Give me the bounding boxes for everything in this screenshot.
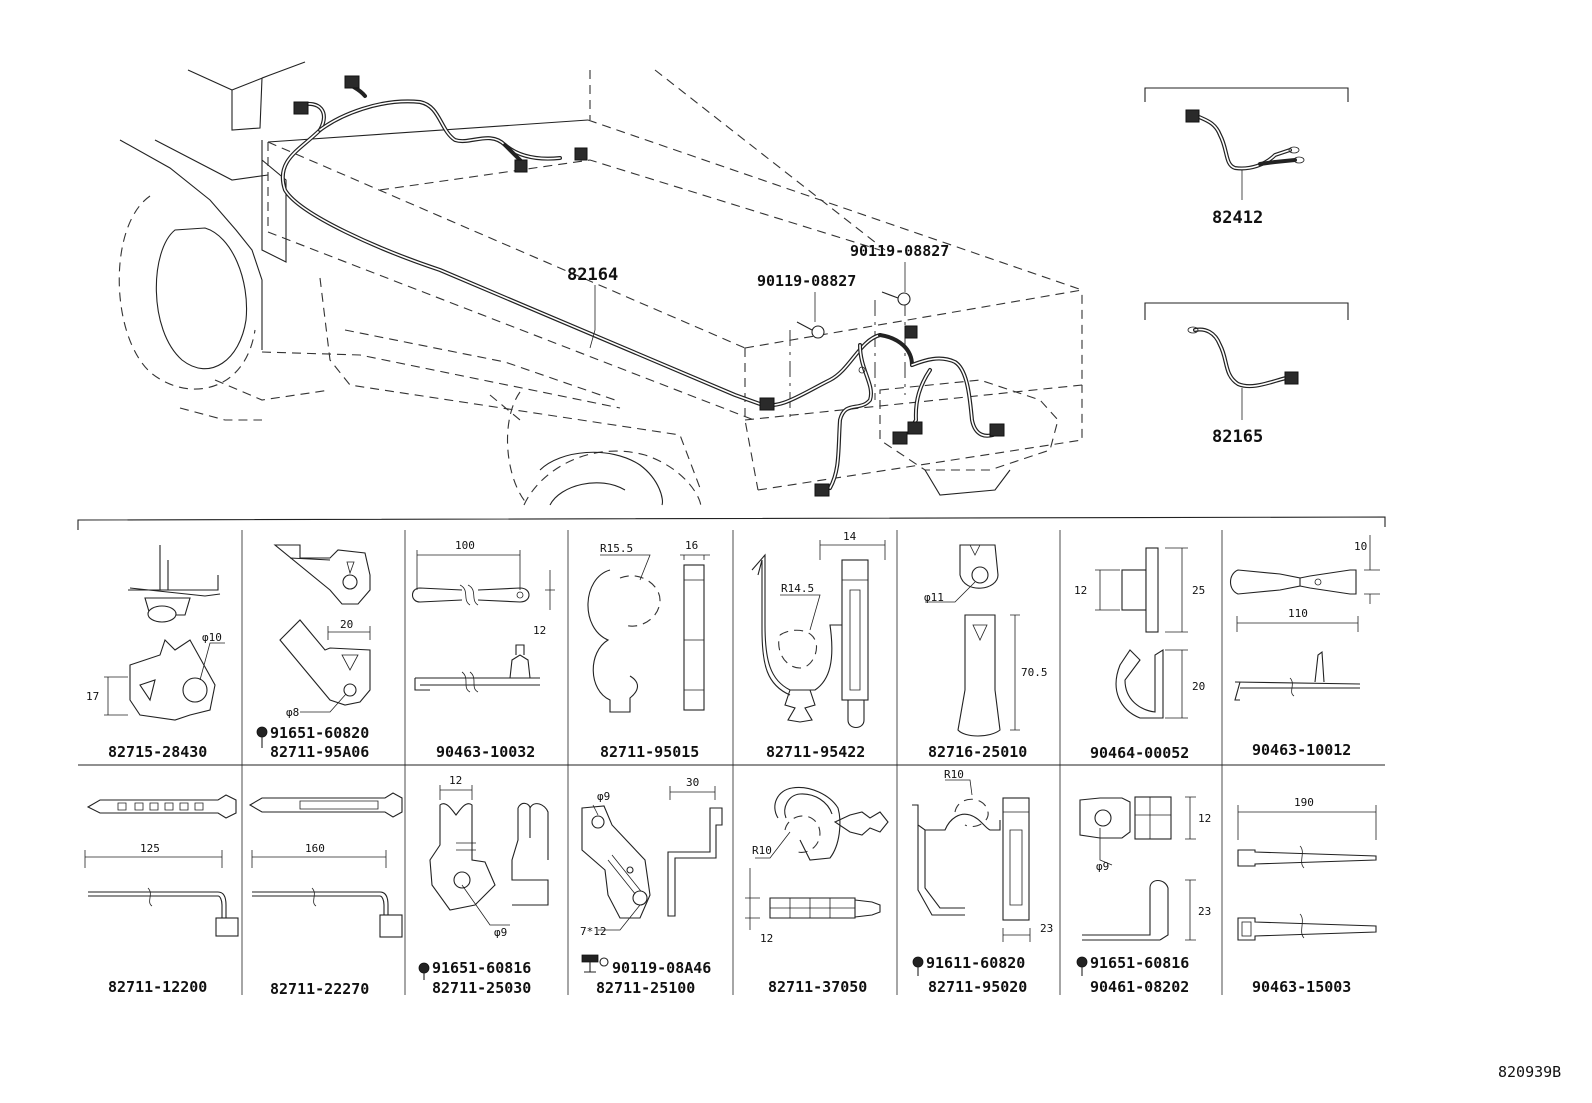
main-labels: 82164 90119-08827 90119-08827	[567, 242, 949, 349]
dim-22270-1: 160	[305, 842, 325, 855]
tie-90463-15003: 190 90463-15003	[1237, 796, 1377, 996]
sub-harness-82165: 82165	[1144, 302, 1349, 447]
dim-25100-2: 30	[686, 776, 699, 789]
clamp-82711-95015: R15.5 16 82711-95015	[587, 539, 710, 761]
part-number: 82711-25030	[432, 979, 531, 997]
part-number: 82711-22270	[270, 980, 369, 998]
tie-82711-12200: 125 82711-12200	[84, 794, 239, 996]
part-number: 82711-37050	[768, 978, 867, 996]
extra-part-number: 91651-60816	[432, 959, 531, 977]
tie-82711-22270: 160 82711-22270	[248, 792, 403, 998]
sub-harness-82412: 82412	[1144, 87, 1349, 228]
dim-10032-2: 12	[533, 624, 546, 637]
dim-95015-2: 16	[685, 539, 698, 552]
part-number: 90464-00052	[1090, 744, 1189, 762]
dim-10012-2: 110	[1288, 607, 1308, 620]
dim-25030-1: 12	[449, 774, 462, 787]
dim-25100-3: 7*12	[580, 925, 607, 938]
part-number: 90463-10032	[436, 743, 535, 761]
extra-part-number: 91651-60816	[1090, 954, 1189, 972]
dim-95020-1: R10	[944, 768, 964, 781]
bracket-82711-95A06: 20 φ8 91651-60820 82711-95A06	[256, 544, 371, 761]
dim-95422-1: 14	[843, 530, 857, 543]
bolt-icon	[881, 291, 911, 306]
dim-37050-1: R10	[752, 844, 772, 857]
screw-icon	[912, 956, 924, 976]
part-number: 82711-95020	[928, 978, 1027, 996]
harness-82164	[280, 75, 1005, 497]
dim-95422-2: R14.5	[781, 582, 814, 595]
truck-illustration	[118, 61, 1083, 511]
part-number: 82716-25010	[928, 743, 1027, 761]
part-number: 90463-15003	[1252, 978, 1351, 996]
dim-95a06-2: φ8	[286, 706, 299, 719]
dim-95020-2: 23	[1040, 922, 1053, 935]
bolt-icon	[796, 321, 825, 339]
clamp-82711-95020: R10 23 91611-60820 82711-95020	[912, 768, 1053, 996]
diagram-id: 820939B	[1498, 1063, 1561, 1081]
part-number: 82711-95015	[600, 743, 699, 761]
extra-part-number: 91651-60820	[270, 724, 369, 742]
clip-90463-10032: 100 12 90463-10032	[411, 539, 555, 761]
bracket-82711-25030: 12 φ9 91651-60816 82711-25030	[418, 774, 549, 997]
tie-90463-10012: 10 110 90463-10012	[1229, 535, 1380, 759]
dim-95a06-1: 20	[340, 618, 353, 631]
dim-37050-2: 12	[760, 932, 773, 945]
dim-25030-2: φ9	[494, 926, 507, 939]
dim-15003-1: 190	[1294, 796, 1314, 809]
extra-part-number: 91611-60820	[926, 954, 1025, 972]
dim-10012-1: 10	[1354, 540, 1367, 553]
dim-25010-1: φ11	[924, 591, 944, 604]
label-82165: 82165	[1212, 427, 1263, 447]
part-number: 82715-28430	[108, 743, 207, 761]
label-bolt-b: 90119-08827	[757, 272, 856, 290]
part-number: 82711-95A06	[270, 743, 369, 761]
label-bolt-a: 90119-08827	[850, 242, 949, 260]
screw-icon	[256, 726, 268, 748]
dim-12200-1: 125	[140, 842, 160, 855]
clamp-90461-08202: 12 φ9 23 91651-60816 90461-08202	[1076, 796, 1211, 996]
dim-82715-2: 17	[86, 690, 99, 703]
dim-25100-1: φ9	[597, 790, 610, 803]
dim-08202-1: 12	[1198, 812, 1211, 825]
dim-10032-1: 100	[455, 539, 475, 552]
parts-grid	[77, 516, 1386, 995]
clamp-82711-95422: R14.5 14 82711-95422	[751, 530, 886, 761]
screw-icon	[418, 962, 430, 980]
dim-00052-2: 25	[1192, 584, 1205, 597]
part-number: 82711-25100	[596, 979, 695, 997]
extra-part-number: 90119-08A46	[612, 959, 711, 977]
label-82412: 82412	[1212, 208, 1263, 228]
dim-95015-1: R15.5	[600, 542, 633, 555]
dim-25010-2: 70.5	[1021, 666, 1048, 679]
clip-82711-37050: R10 12 82711-37050	[745, 786, 889, 996]
screw-icon	[1076, 956, 1088, 976]
label-82164: 82164	[567, 265, 618, 285]
dim-08202-2: φ9	[1096, 860, 1109, 873]
clip-82716-25010: φ11 70.5 82716-25010	[924, 544, 1048, 761]
part-number: 82711-12200	[108, 978, 207, 996]
screw-icon	[581, 954, 609, 973]
bracket-82711-25100: φ9 30 7*12 90119-08A46 82711-25100	[580, 776, 723, 997]
dim-00052-1: 12	[1074, 584, 1087, 597]
part-number: 90463-10012	[1252, 741, 1351, 759]
dim-82715-1: φ10	[202, 631, 222, 644]
part-number: 82711-95422	[766, 743, 865, 761]
clip-82715-28430: φ10 17 82715-28430	[86, 545, 225, 761]
dim-08202-3: 23	[1198, 905, 1211, 918]
dim-00052-3: 20	[1192, 680, 1205, 693]
part-number: 90461-08202	[1090, 978, 1189, 996]
grommet-90464-00052: 12 25 20 90464-00052	[1074, 547, 1205, 762]
